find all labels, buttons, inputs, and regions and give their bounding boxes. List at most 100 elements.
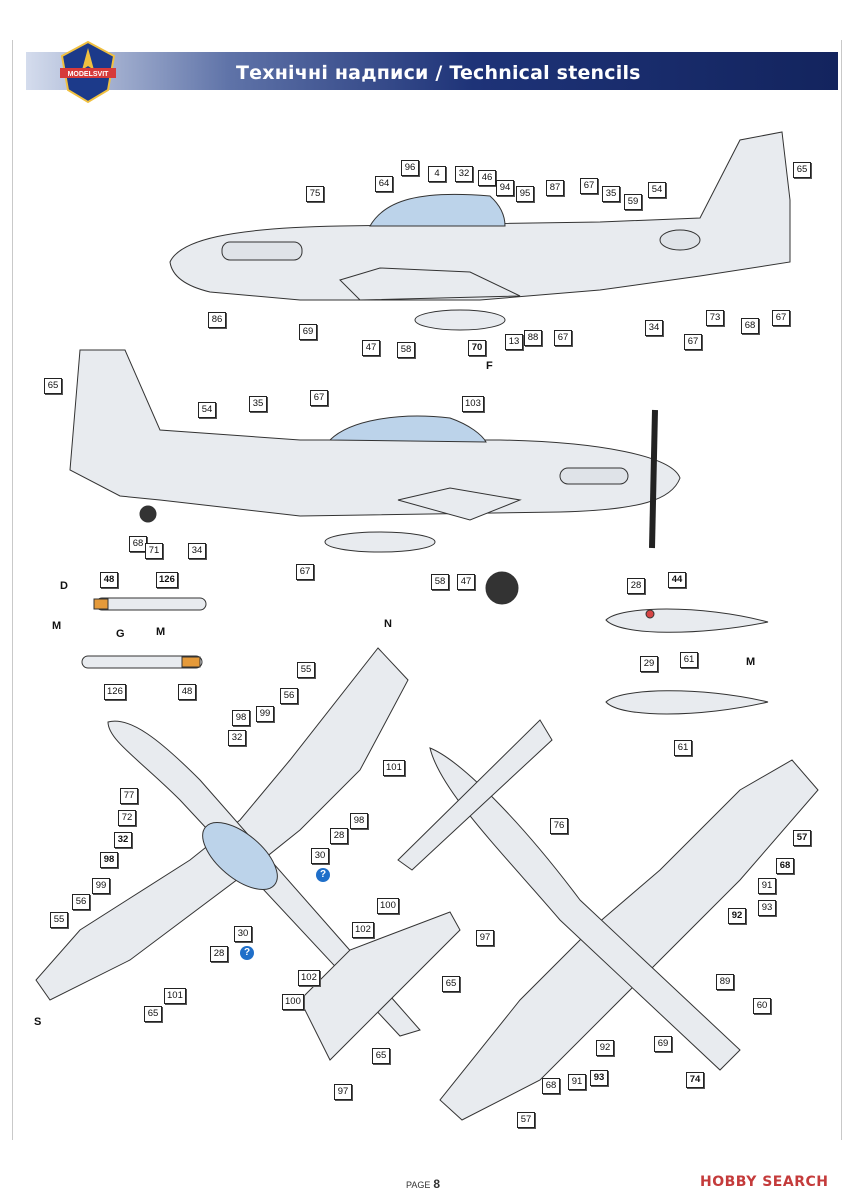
rockets xyxy=(81,597,207,669)
callout-44: 44 xyxy=(668,572,686,588)
callout-98-b: 98 xyxy=(350,813,368,829)
callout-101-b: 101 xyxy=(164,988,186,1004)
watermark: HOBBY SEARCH xyxy=(700,1174,829,1190)
callout-93-b: 93 xyxy=(590,1070,608,1086)
bottom-view xyxy=(397,719,819,1121)
callout-47: 47 xyxy=(362,340,380,356)
callout-67b: 67 xyxy=(554,330,572,346)
paint-mark-s: S xyxy=(34,1016,42,1028)
callout-65-top-c: 65 xyxy=(144,1006,162,1022)
callout-97-b: 97 xyxy=(334,1084,352,1100)
callout-32: 32 xyxy=(455,166,473,182)
callout-61: 61 xyxy=(680,652,698,668)
callout-28-tank: 28 xyxy=(627,578,645,594)
callout-69: 69 xyxy=(299,324,317,340)
page-label: PAGE xyxy=(406,1180,431,1190)
callout-100-b: 100 xyxy=(282,994,304,1010)
callout-48b: 48 xyxy=(178,684,196,700)
title-banner xyxy=(26,52,838,90)
callout-87: 87 xyxy=(546,180,564,196)
callout-59: 59 xyxy=(624,194,642,210)
callout-88: 88 xyxy=(524,330,542,346)
callout-74: 74 xyxy=(686,1072,704,1088)
callout-98: 98 xyxy=(232,710,250,726)
callout-46: 46 xyxy=(478,170,496,186)
top-view xyxy=(35,647,461,1061)
callout-126b: 126 xyxy=(104,684,126,700)
callout-76: 76 xyxy=(550,818,568,834)
callout-30-b: 30 xyxy=(234,926,252,942)
help-icon-b[interactable]: ? xyxy=(240,946,254,960)
callout-4: 4 xyxy=(428,166,446,182)
page-title: Технічні надписи / Technical stencils xyxy=(236,62,641,84)
callout-47-left: 47 xyxy=(457,574,475,590)
callout-91-b: 91 xyxy=(568,1074,586,1090)
callout-98-c: 98 xyxy=(100,852,118,868)
callout-57: 57 xyxy=(793,830,811,846)
callout-68-bottom-b: 68 xyxy=(542,1078,560,1094)
callout-91: 91 xyxy=(758,878,776,894)
callout-48: 48 xyxy=(100,572,118,588)
callout-68: 68 xyxy=(741,318,759,334)
callout-65-top-b: 65 xyxy=(372,1048,390,1064)
paint-mark-m3: M xyxy=(746,656,756,668)
callout-70: 70 xyxy=(468,340,486,356)
callout-95: 95 xyxy=(516,186,534,202)
callout-54-left: 54 xyxy=(198,402,216,418)
callout-99-b: 99 xyxy=(92,878,110,894)
callout-67-left: 67 xyxy=(310,390,328,406)
callout-71: 71 xyxy=(145,543,163,559)
callout-28: 28 xyxy=(330,828,348,844)
callout-13: 13 xyxy=(505,334,523,350)
callout-29: 29 xyxy=(640,656,658,672)
callout-126: 126 xyxy=(156,572,178,588)
callout-77: 77 xyxy=(120,788,138,804)
callout-58: 58 xyxy=(397,342,415,358)
callout-94: 94 xyxy=(496,180,514,196)
callout-30: 30 xyxy=(311,848,329,864)
callout-32-top: 32 xyxy=(228,730,246,746)
callout-35: 35 xyxy=(602,186,620,202)
callout-61b: 61 xyxy=(674,740,692,756)
callout-102: 102 xyxy=(352,922,374,938)
callout-102-b: 102 xyxy=(298,970,320,986)
callout-65-left: 65 xyxy=(44,378,62,394)
callout-35-left: 35 xyxy=(249,396,267,412)
callout-67: 67 xyxy=(580,178,598,194)
callout-56: 56 xyxy=(280,688,298,704)
callout-86: 86 xyxy=(208,312,226,328)
help-icon[interactable]: ? xyxy=(316,868,330,882)
callout-32-b: 32 xyxy=(114,832,132,848)
callout-75: 75 xyxy=(306,186,324,202)
callout-92-b: 92 xyxy=(596,1040,614,1056)
callout-65-top: 65 xyxy=(442,976,460,992)
side-view-right xyxy=(169,131,791,331)
callout-72: 72 xyxy=(118,810,136,826)
paint-mark-m2: M xyxy=(156,626,166,638)
paint-mark-m: M xyxy=(52,620,62,632)
callout-69-bottom: 69 xyxy=(654,1036,672,1052)
callout-103: 103 xyxy=(462,396,484,412)
callout-56-b: 56 xyxy=(72,894,90,910)
paint-mark-f: F xyxy=(486,360,493,372)
callout-57-b: 57 xyxy=(517,1112,535,1128)
callout-97: 97 xyxy=(476,930,494,946)
drop-tanks xyxy=(605,608,769,715)
paint-mark-n: N xyxy=(384,618,392,630)
page-number: 8 xyxy=(433,1177,441,1191)
callout-28-b: 28 xyxy=(210,946,228,962)
callout-93: 93 xyxy=(758,900,776,916)
modelsvit-logo: MODELSVIT xyxy=(60,40,116,104)
callout-100: 100 xyxy=(377,898,399,914)
callout-96: 96 xyxy=(401,160,419,176)
callout-55: 55 xyxy=(297,662,315,678)
callout-64: 64 xyxy=(375,176,393,192)
brand-text: MODELSVIT xyxy=(68,71,110,78)
callout-89: 89 xyxy=(716,974,734,990)
paint-mark-g: G xyxy=(116,628,125,640)
callout-92: 92 xyxy=(728,908,746,924)
page-frame xyxy=(12,40,842,1140)
callout-65: 65 xyxy=(793,162,811,178)
